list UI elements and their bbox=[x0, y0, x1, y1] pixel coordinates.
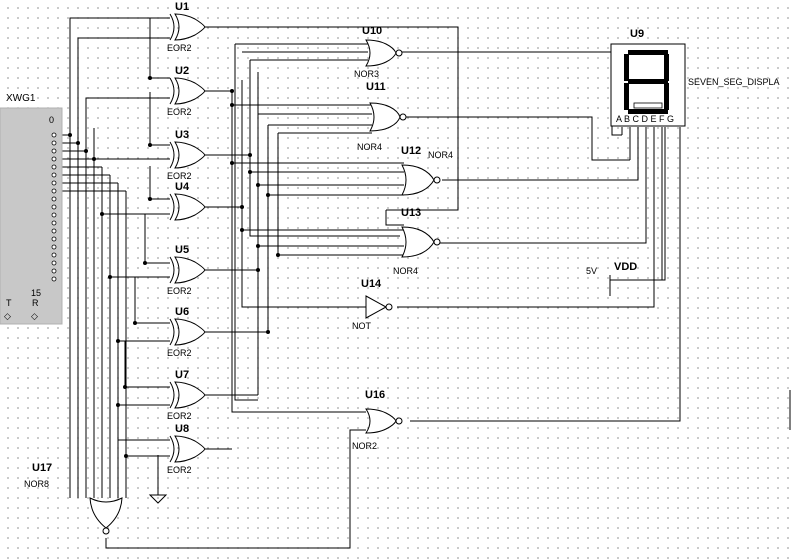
gate-type: NOR2 bbox=[352, 441, 377, 451]
gate-u11[interactable]: U11 NOR4 bbox=[357, 81, 407, 152]
gate-ref: U16 bbox=[365, 389, 385, 401]
gate-u16[interactable]: U16 NOR2 bbox=[352, 389, 403, 451]
gate-u17[interactable] bbox=[89, 497, 123, 535]
gate-ref: U12 bbox=[401, 145, 421, 157]
gate-type: NOR4 bbox=[428, 150, 453, 160]
vdd-voltage: 5V bbox=[586, 266, 597, 276]
gate-ref: U14 bbox=[361, 278, 382, 290]
seven-segment-display[interactable]: U9 A B C D E F G SEVEN_SEG_DISPLA bbox=[610, 28, 780, 127]
gate-u14[interactable]: U14 NOT bbox=[352, 278, 393, 331]
gate-ref: U8 bbox=[175, 423, 189, 435]
gate-u17-type: NOR8 bbox=[24, 479, 49, 489]
display-pin-labels: A B C D E F G bbox=[616, 114, 674, 124]
word-generator-body bbox=[0, 107, 63, 325]
gate-u3[interactable]: U3 EOR2 bbox=[167, 129, 206, 181]
gate-type: EOR2 bbox=[167, 411, 192, 421]
gate-u5[interactable]: U5 EOR2 bbox=[167, 244, 206, 296]
vdd-supply[interactable]: 5V VDD bbox=[586, 261, 637, 296]
gate-ref: U10 bbox=[362, 25, 382, 37]
display-segments bbox=[624, 50, 669, 114]
gate-type: EOR2 bbox=[167, 465, 192, 475]
gate-type: NOT bbox=[352, 321, 372, 331]
generator-pin-last: 15 bbox=[31, 288, 41, 298]
vdd-name: VDD bbox=[614, 261, 637, 273]
ground-icon[interactable] bbox=[148, 494, 168, 504]
display-ref: U9 bbox=[630, 28, 644, 40]
gate-u13[interactable]: U13 NOR4 bbox=[393, 207, 441, 276]
gate-u12[interactable]: U12 NOR4 bbox=[401, 145, 453, 196]
generator-pin-first: 0 bbox=[49, 115, 54, 125]
gate-type: EOR2 bbox=[167, 171, 192, 181]
gate-ref: U7 bbox=[175, 369, 189, 381]
gate-type: NOR4 bbox=[393, 266, 418, 276]
gate-type: EOR2 bbox=[167, 43, 192, 53]
word-generator[interactable]: XWG1 0 15 T R ◇ ◇ bbox=[0, 93, 63, 325]
ready-pin-icon[interactable]: ◇ bbox=[31, 311, 38, 321]
generator-ready-label: R bbox=[32, 298, 39, 308]
gate-type: NOR3 bbox=[354, 69, 379, 79]
generator-pins bbox=[51, 132, 57, 282]
junctions bbox=[68, 76, 280, 458]
gate-u4[interactable]: U4 bbox=[169, 181, 206, 221]
gate-ref: U13 bbox=[401, 207, 421, 219]
nor-gates: U10 NOR3 U11 NOR4 U12 NOR4 U13 NOR4 U14 … bbox=[24, 25, 453, 535]
trigger-pin-icon[interactable]: ◇ bbox=[4, 311, 11, 321]
gate-type: EOR2 bbox=[167, 348, 192, 358]
display-type: SEVEN_SEG_DISPLA bbox=[688, 77, 780, 87]
gate-ref: U4 bbox=[175, 181, 190, 193]
generator-trigger-label: T bbox=[6, 298, 12, 308]
gate-ref: U6 bbox=[175, 306, 189, 318]
gate-ref: U1 bbox=[175, 1, 189, 13]
gate-u7[interactable]: U7 EOR2 bbox=[167, 369, 206, 421]
gate-type: EOR2 bbox=[167, 286, 192, 296]
xor-gates: U1 EOR2 U2 EOR2 U3 EOR2 U4 U5 EOR2 bbox=[167, 1, 206, 475]
wires bbox=[62, 17, 681, 549]
gate-u6[interactable]: U6 EOR2 bbox=[167, 306, 206, 358]
gate-type: NOR4 bbox=[357, 142, 382, 152]
gate-ref: U3 bbox=[175, 129, 189, 141]
gate-u17-ref: U17 bbox=[32, 462, 52, 474]
gate-ref: U2 bbox=[175, 65, 189, 77]
gate-u8[interactable]: U8 EOR2 bbox=[167, 423, 206, 475]
gate-u1[interactable]: U1 EOR2 bbox=[167, 1, 206, 53]
gate-ref: U11 bbox=[366, 81, 386, 93]
gate-u2[interactable]: U2 EOR2 bbox=[167, 65, 206, 117]
gate-type: EOR2 bbox=[167, 107, 192, 117]
gate-ref: U5 bbox=[175, 244, 189, 256]
generator-ref: XWG1 bbox=[6, 93, 36, 104]
gate-u10[interactable]: U10 NOR3 bbox=[354, 25, 403, 79]
